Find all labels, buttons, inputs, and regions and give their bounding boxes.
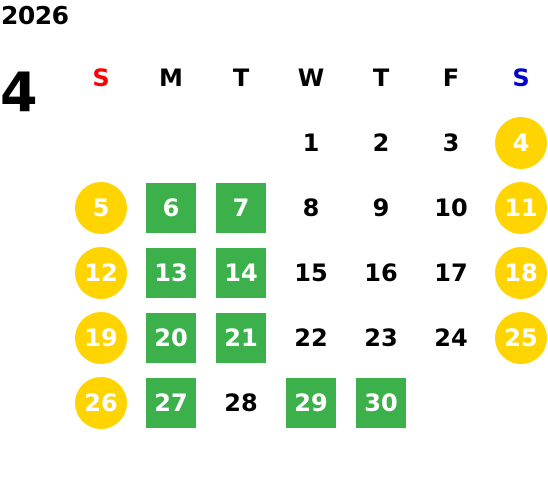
calendar-day-cell: 14 xyxy=(206,240,276,305)
calendar-day-cell: 27 xyxy=(136,370,206,435)
day-number: 21 xyxy=(216,312,266,363)
calendar-day-cell: 1 xyxy=(276,110,346,175)
calendar-day-cell: 12 xyxy=(66,240,136,305)
weekday-header-tuesday: T xyxy=(232,63,250,92)
day-number: 3 xyxy=(442,128,460,157)
day-number: 24 xyxy=(434,323,468,352)
day-number: 22 xyxy=(294,323,328,352)
day-number: 17 xyxy=(434,258,468,287)
calendar-day-cell: 23 xyxy=(346,305,416,370)
day-number: 4 xyxy=(495,116,547,169)
month-label: 4 xyxy=(0,61,38,124)
calendar-day-cell: 26 xyxy=(66,370,136,435)
empty-day-cell xyxy=(416,370,486,435)
calendar-day-cell: 13 xyxy=(136,240,206,305)
empty-day-cell xyxy=(486,370,548,435)
day-number: 20 xyxy=(146,312,196,363)
calendar-day-cell: 15 xyxy=(276,240,346,305)
day-number: 26 xyxy=(75,376,127,429)
calendar-day-cell: 16 xyxy=(346,240,416,305)
calendar-day-cell: 8 xyxy=(276,175,346,240)
weekday-header-monday: M xyxy=(159,63,183,92)
weekday-header-sunday: S xyxy=(92,63,110,92)
day-number: 10 xyxy=(434,193,468,222)
day-number: 23 xyxy=(364,323,398,352)
calendar-day-cell: 24 xyxy=(416,305,486,370)
day-number: 11 xyxy=(495,181,547,234)
calendar-day-cell: 6 xyxy=(136,175,206,240)
empty-day-cell xyxy=(66,110,136,175)
day-number: 5 xyxy=(75,181,127,234)
day-number: 6 xyxy=(146,182,196,233)
calendar-day-cell: 20 xyxy=(136,305,206,370)
day-number: 14 xyxy=(216,247,266,298)
day-number: 12 xyxy=(75,246,127,299)
calendar-day-cell: 4 xyxy=(486,110,548,175)
calendar-day-cell: 21 xyxy=(206,305,276,370)
calendar-day-cell: 3 xyxy=(416,110,486,175)
calendar-day-cell: 28 xyxy=(206,370,276,435)
weekday-header-thursday: T xyxy=(372,63,390,92)
day-number: 29 xyxy=(286,377,336,428)
calendar-day-cell: 2 xyxy=(346,110,416,175)
day-number: 16 xyxy=(364,258,398,287)
calendar-day-cell: 29 xyxy=(276,370,346,435)
calendar-day-cell: 17 xyxy=(416,240,486,305)
weekday-header-wednesday: W xyxy=(297,63,325,92)
calendar-day-cell: 10 xyxy=(416,175,486,240)
day-number: 7 xyxy=(216,182,266,233)
day-number: 30 xyxy=(356,377,406,428)
calendar-day-cell: 7 xyxy=(206,175,276,240)
weekday-header-friday: F xyxy=(442,63,460,92)
calendar-day-cell: 30 xyxy=(346,370,416,435)
weekday-header-saturday: S xyxy=(512,63,530,92)
empty-day-cell xyxy=(136,110,206,175)
calendar-day-cell: 18 xyxy=(486,240,548,305)
calendar-day-cell: 9 xyxy=(346,175,416,240)
day-number: 27 xyxy=(146,377,196,428)
day-number: 1 xyxy=(302,128,320,157)
empty-day-cell xyxy=(206,110,276,175)
day-number: 13 xyxy=(146,247,196,298)
day-number: 28 xyxy=(224,388,258,417)
year-label: 2026 xyxy=(1,1,69,30)
day-number: 25 xyxy=(495,311,547,364)
day-number: 8 xyxy=(302,193,320,222)
day-number: 2 xyxy=(372,128,390,157)
day-number: 15 xyxy=(294,258,328,287)
day-number: 19 xyxy=(75,311,127,364)
calendar-day-cell: 25 xyxy=(486,305,548,370)
calendar-day-cell: 11 xyxy=(486,175,548,240)
calendar-day-cell: 19 xyxy=(66,305,136,370)
calendar-day-cell: 5 xyxy=(66,175,136,240)
day-number: 18 xyxy=(495,246,547,299)
day-number: 9 xyxy=(372,193,390,222)
calendar-day-cell: 22 xyxy=(276,305,346,370)
